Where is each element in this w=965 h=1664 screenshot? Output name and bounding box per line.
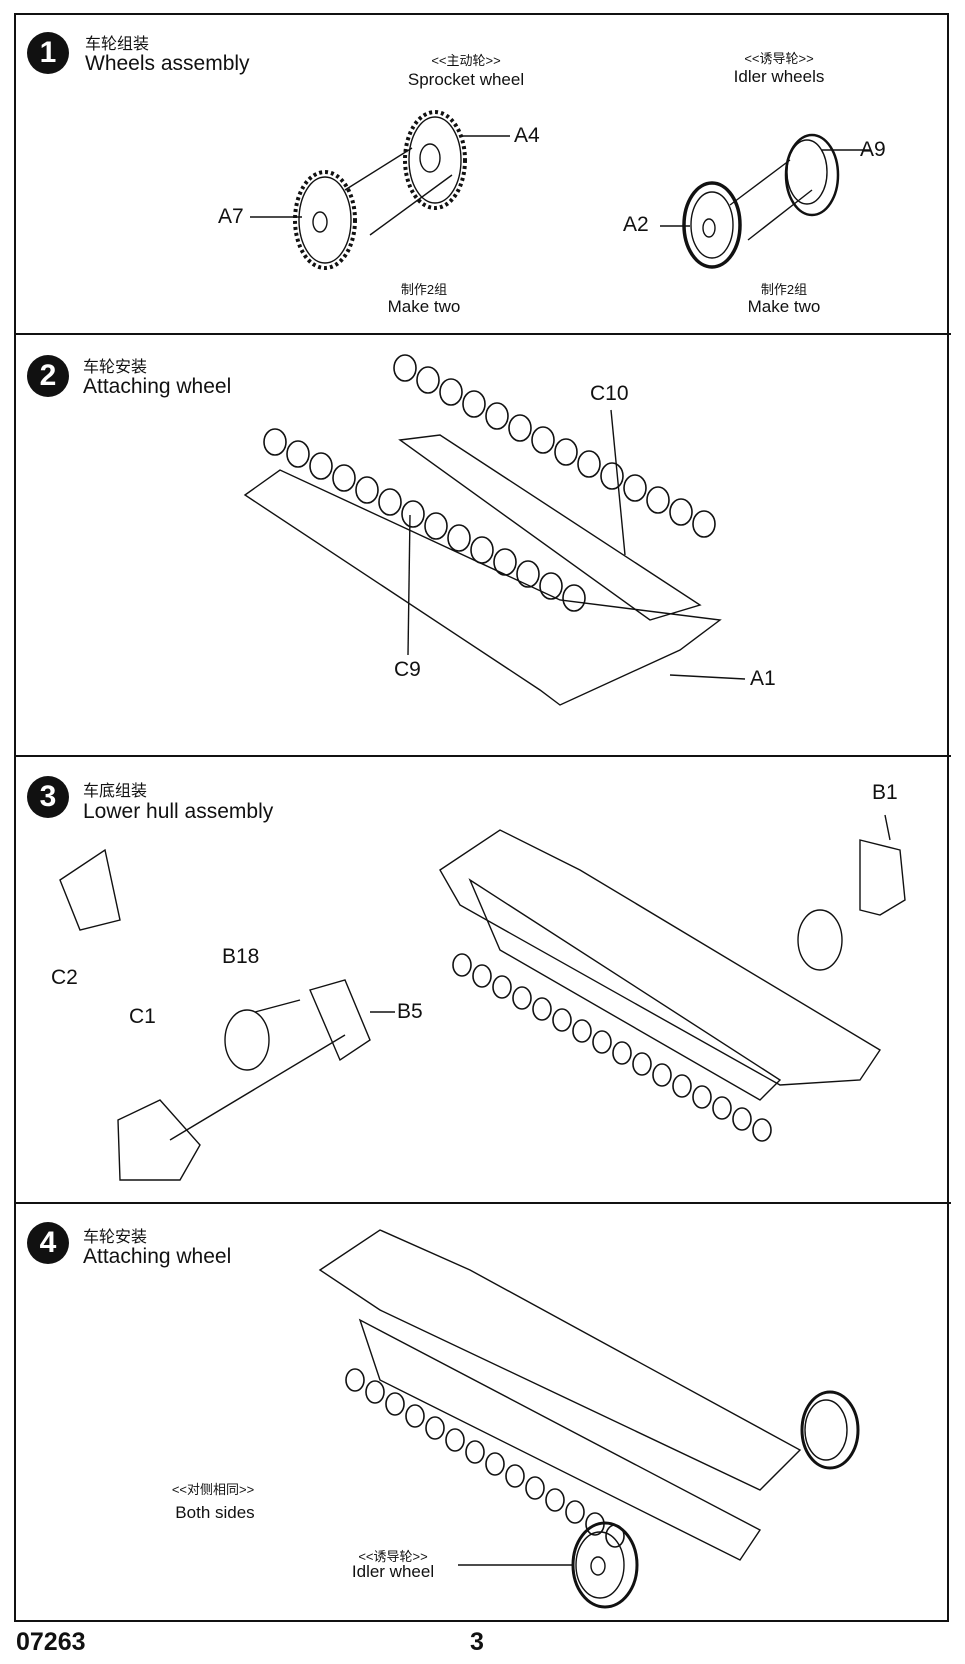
- step-number-badge: 4: [27, 1222, 69, 1264]
- attaching-wheel-drawing-step2: [243, 354, 746, 706]
- part-label: A4: [514, 124, 540, 147]
- group-label-en: Sprocket wheel: [407, 70, 525, 89]
- part-label: A1: [750, 667, 776, 690]
- step-divider: [14, 1202, 951, 1204]
- part-label: A9: [860, 138, 886, 161]
- callout-zh: <<诱导轮>>: [358, 1549, 428, 1564]
- part-label: C2: [51, 966, 78, 989]
- group-label-zh: <<诱导轮>>: [744, 51, 814, 66]
- step-number-badge: 3: [27, 776, 69, 818]
- step-title-zh: 车轮组装: [85, 36, 150, 53]
- part-label: C10: [590, 382, 629, 405]
- step-title-en: Attaching wheel: [83, 1245, 232, 1268]
- step-title-zh: 车底组装: [83, 783, 148, 800]
- note-en: Make two: [747, 297, 821, 316]
- part-label: C1: [129, 1005, 156, 1028]
- step-title-en: Lower hull assembly: [83, 800, 274, 823]
- sprocket-wheel-drawing: [250, 110, 510, 270]
- idler-wheels-drawing: [660, 133, 870, 269]
- group-label-en: Idler wheels: [733, 67, 825, 86]
- group-label-zh: <<主动轮>>: [431, 53, 501, 68]
- lower-hull-drawing-step3: [59, 814, 906, 1181]
- part-label: C9: [394, 658, 421, 681]
- part-label: A7: [218, 205, 244, 228]
- step-number-badge: 1: [27, 32, 69, 74]
- page-frame: [14, 13, 949, 1622]
- step-title-en: Attaching wheel: [83, 375, 232, 398]
- step-number-badge: 2: [27, 355, 69, 397]
- callout-en: Idler wheel: [351, 1562, 435, 1581]
- step-title-zh: 车轮安装: [83, 359, 148, 376]
- note-zh: 制作2组: [760, 282, 808, 297]
- page-number: 3: [470, 1628, 484, 1656]
- part-label: B5: [397, 1000, 423, 1023]
- step-divider: [14, 333, 951, 335]
- step-title-en: Wheels assembly: [85, 52, 250, 75]
- note-zh: 制作2组: [400, 282, 448, 297]
- note-en: Both sides: [175, 1503, 255, 1522]
- part-label: B1: [872, 781, 898, 804]
- note-zh: <<对侧相同>>: [171, 1482, 255, 1497]
- step-title-zh: 车轮安装: [83, 1229, 148, 1246]
- step-divider: [14, 755, 951, 757]
- kit-number: 07263: [16, 1628, 86, 1656]
- note-en: Make two: [387, 297, 461, 316]
- part-label: B18: [222, 945, 260, 968]
- lower-hull-drawing-step4: [318, 1229, 860, 1609]
- part-label: A2: [623, 213, 649, 236]
